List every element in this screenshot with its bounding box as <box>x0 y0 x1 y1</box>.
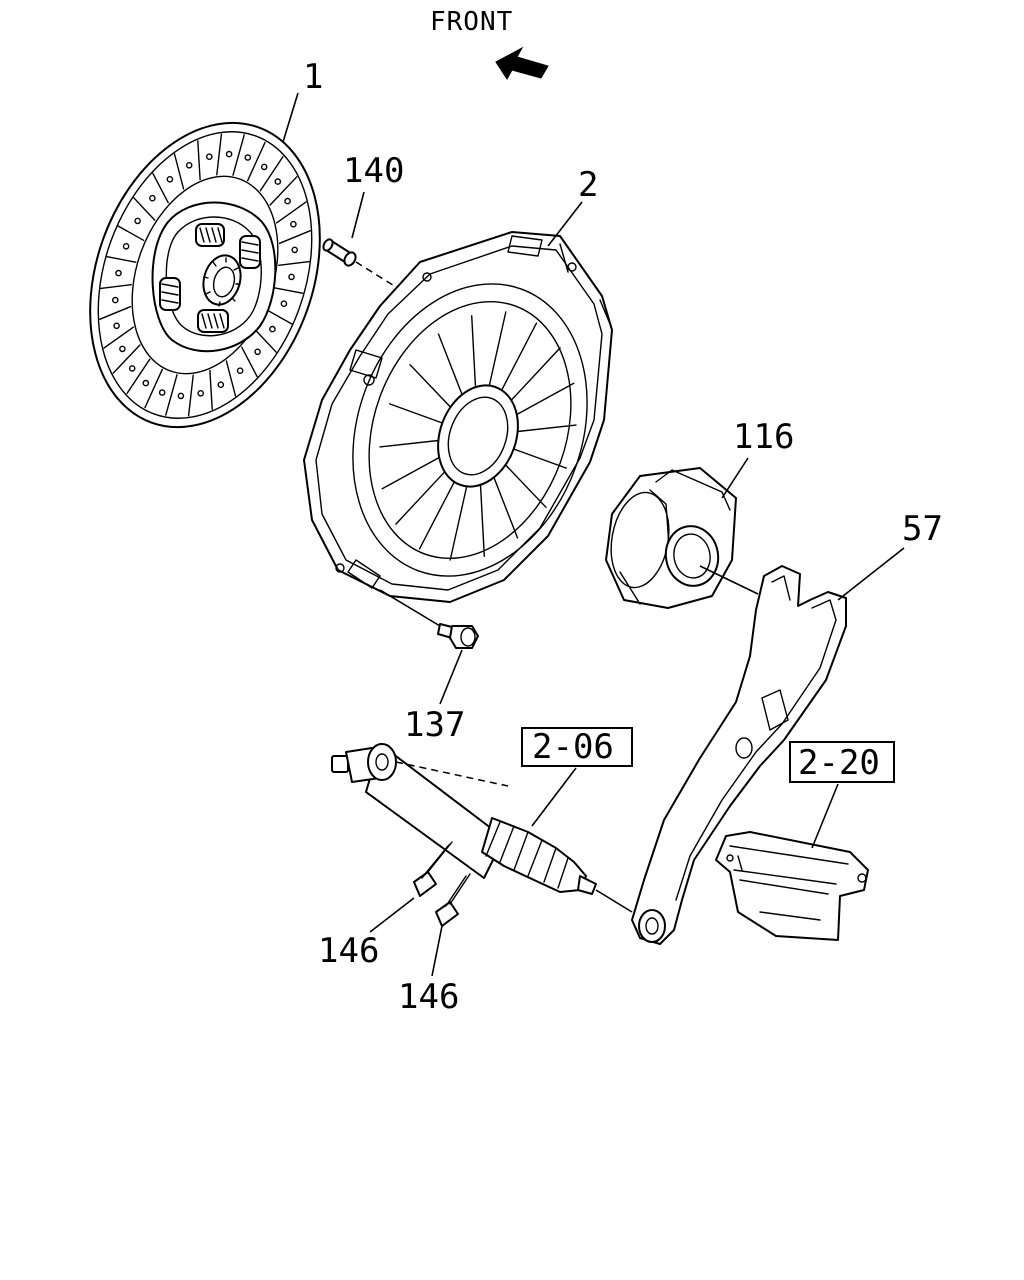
front-direction-label: FRONT <box>430 7 513 37</box>
front-arrow-icon <box>495 46 549 80</box>
leader-2-20 <box>811 783 839 849</box>
leader-2 <box>547 201 583 247</box>
cylinder-bolt-b <box>435 873 471 927</box>
leader-2-06 <box>531 767 577 827</box>
bearing-guide-line <box>699 565 759 595</box>
callout-146-b: 146 <box>398 977 459 1017</box>
leader-140 <box>351 191 365 239</box>
callout-1: 1 <box>303 57 323 97</box>
pushrod-guide-line <box>595 889 633 913</box>
pressure-plate-cover <box>303 231 613 603</box>
ref-2-20[interactable]: 2-20 <box>798 743 880 783</box>
bolt-guide-line <box>379 589 441 627</box>
callout-140: 140 <box>343 151 404 191</box>
clutch-disc <box>89 121 321 429</box>
ref-box-2-06 <box>521 727 633 767</box>
cylinder-bolt-a <box>413 841 453 897</box>
callout-116: 116 <box>733 417 794 457</box>
leader-146-a <box>369 897 415 933</box>
release-bearing <box>605 467 737 609</box>
dowel-guide-line <box>355 261 405 293</box>
ref-2-06[interactable]: 2-06 <box>532 727 614 767</box>
leader-146-b <box>431 925 443 977</box>
leader-116 <box>721 457 749 499</box>
callout-57: 57 <box>902 509 943 549</box>
callout-146-a: 146 <box>318 931 379 971</box>
leader-1 <box>282 92 299 143</box>
callout-2: 2 <box>578 165 598 205</box>
dowel-pin <box>322 238 357 267</box>
cover-bolt <box>437 623 479 649</box>
release-fork <box>631 565 847 945</box>
dust-cover <box>715 831 869 941</box>
leader-57 <box>837 547 905 601</box>
ref-box-2-20 <box>789 741 895 783</box>
leader-137 <box>439 649 463 705</box>
slave-cylinder <box>331 743 597 895</box>
callout-137: 137 <box>404 705 465 745</box>
